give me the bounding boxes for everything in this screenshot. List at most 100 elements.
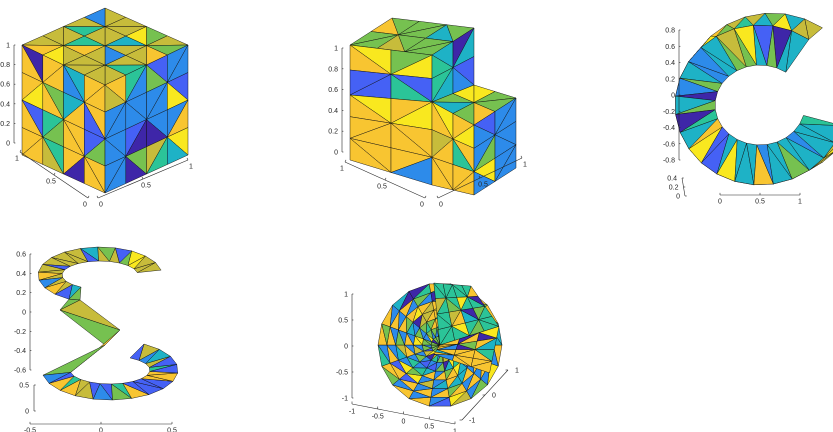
- face-right-upper: [431, 27, 475, 103]
- tick-label: -1: [342, 396, 348, 403]
- tick-label: 0.8: [0, 62, 10, 69]
- cut-face-upper: [433, 282, 500, 346]
- tick-label: -0.6: [14, 368, 26, 375]
- mesh-triangle: [442, 283, 453, 299]
- tick-label: 0: [439, 202, 443, 209]
- tick-label: 0.5: [167, 428, 177, 432]
- mesh-triangle: [42, 136, 64, 175]
- tick-label: 1: [15, 156, 19, 163]
- axis-tick: [384, 177, 387, 181]
- mesh-triangle: [799, 115, 833, 126]
- tick-label: 0.5: [19, 383, 29, 390]
- face-front-lower: [431, 101, 475, 196]
- tick-label: 0.5: [46, 179, 56, 186]
- tick-label: 0.6: [328, 87, 338, 94]
- tick-label: 0: [671, 93, 675, 100]
- tick-label: 0.5: [478, 182, 488, 189]
- face-right-lower: [473, 97, 517, 196]
- mesh-triangle: [167, 136, 189, 165]
- tick-label: -0.2: [14, 329, 26, 336]
- face-left: [21, 44, 106, 194]
- axis-tick: [141, 176, 144, 180]
- tick-label: 0: [344, 344, 348, 351]
- tick-label: 0.6: [665, 44, 675, 51]
- tick-label: 1: [344, 292, 348, 299]
- s-upper-arc: [38, 246, 162, 300]
- tick-label: 0.5: [141, 183, 151, 190]
- axis-tick: [478, 175, 481, 179]
- tick-label: 0.8: [328, 66, 338, 73]
- axis-tick: [520, 155, 523, 159]
- tick-label: 0: [25, 409, 29, 416]
- axis-tick: [96, 195, 99, 199]
- mesh-triangle: [125, 156, 147, 184]
- tick-label: 0.6: [16, 252, 26, 259]
- axis-tick: [19, 149, 22, 153]
- tick-label: 0: [22, 310, 26, 317]
- mesh-triangle: [470, 361, 493, 374]
- tick-label: 0: [676, 194, 680, 201]
- face-top-step: [431, 84, 517, 126]
- face-left-upper: [349, 44, 433, 103]
- mesh-triangle: [42, 344, 106, 376]
- mesh-triangle: [474, 349, 495, 362]
- tick-label: 0.4: [665, 60, 675, 67]
- s-lower-arc: [42, 343, 178, 401]
- tick-label: 0.2: [669, 185, 679, 192]
- cut-face-lower: [433, 326, 500, 374]
- tick-label: 0.5: [755, 199, 765, 206]
- tick-label: 0: [99, 428, 103, 432]
- mesh-triangle: [431, 157, 454, 191]
- tick-label: 0.5: [338, 318, 348, 325]
- tick-label: 0.2: [665, 76, 675, 83]
- tick-label: 0: [334, 150, 338, 157]
- tick-label: -0.2: [663, 109, 675, 116]
- tick-label: -1: [469, 418, 475, 425]
- axis-tick: [53, 172, 56, 176]
- tick-label: -0.6: [663, 141, 675, 148]
- tick-label: 0.8: [665, 28, 675, 35]
- tick-label: 0: [402, 419, 406, 426]
- mesh-triangle: [84, 156, 106, 194]
- tick-label: 0.2: [16, 290, 26, 297]
- tick-label: 0: [83, 202, 87, 209]
- axis-tick: [186, 157, 189, 161]
- tick-label: 1: [453, 429, 457, 432]
- tick-label: 1: [340, 166, 344, 173]
- tick-label: 1: [189, 164, 193, 171]
- tick-label: 1: [523, 162, 527, 169]
- mesh-triangle: [349, 138, 392, 173]
- tick-label: 0.5: [424, 424, 434, 431]
- tick-label: 0: [718, 199, 722, 206]
- face-right: [104, 44, 189, 194]
- axis-tick: [424, 195, 427, 199]
- tick-label: -0.8: [663, 158, 675, 165]
- mesh-triangle: [461, 285, 472, 298]
- tick-label: 0: [6, 141, 10, 148]
- axis-tick: [436, 195, 439, 199]
- mesh-triangle: [473, 171, 496, 196]
- tick-label: 1: [6, 43, 10, 50]
- mesh-triangle: [479, 326, 500, 339]
- tick-label: 1: [798, 199, 802, 206]
- axis-tick: [87, 195, 90, 199]
- tick-label: 0.2: [0, 121, 10, 128]
- face-top-upper: [349, 17, 475, 56]
- face-top: [21, 7, 189, 86]
- tick-label: -0.5: [24, 428, 36, 432]
- c-front-face: [675, 25, 833, 186]
- tick-label: 0.4: [0, 101, 10, 108]
- tick-label: -1: [349, 409, 355, 416]
- tick-label: 0: [492, 393, 496, 400]
- mesh-triangle: [129, 343, 145, 361]
- tick-label: -0.5: [372, 414, 384, 421]
- tick-label: 0.2: [328, 129, 338, 136]
- tick-label: 0.4: [328, 108, 338, 115]
- tick-label: 0.4: [667, 176, 677, 183]
